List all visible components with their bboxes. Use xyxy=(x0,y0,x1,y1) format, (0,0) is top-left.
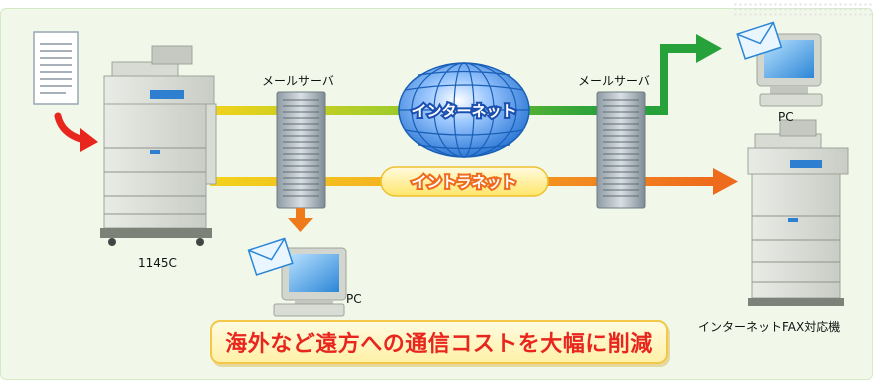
banner-text: 海外など遠方への通信コストを大幅に削減 xyxy=(225,332,653,357)
red-curved-arrow-icon xyxy=(54,112,98,152)
envelope-icon xyxy=(736,21,783,60)
mail-server-right-icon xyxy=(596,91,646,209)
pc-bottom-icon xyxy=(273,247,347,317)
cost-reduction-banner: 海外など遠方への通信コストを大幅に削減 xyxy=(210,320,668,364)
intranet-label: イントラネット xyxy=(411,173,516,191)
intranet-pill xyxy=(380,166,549,197)
internet-label: インターネット xyxy=(411,102,516,120)
fax-right-label: インターネットFAX対応機 xyxy=(698,320,841,334)
mail-server-left-label: メールサーバ xyxy=(262,74,334,88)
envelope-bottom-icon xyxy=(247,237,294,276)
pc-right-label: PC xyxy=(778,110,794,124)
mfp-left-label: 1145C xyxy=(138,256,177,270)
mail-server-left-icon xyxy=(276,91,326,209)
document-icon xyxy=(33,31,79,105)
internet-globe-icon xyxy=(398,62,530,158)
pc-bottom-label: PC xyxy=(346,292,362,306)
orange-down-arrow-icon xyxy=(288,208,313,232)
green-arrow-to-pc xyxy=(622,34,722,115)
dotted-decoration xyxy=(733,2,873,16)
internet-fax-machine-icon xyxy=(747,119,849,306)
multifunction-printer-left-icon xyxy=(100,45,217,246)
mail-server-right-label: メールサーバ xyxy=(578,74,650,88)
orange-arrow-to-fax xyxy=(713,168,738,195)
